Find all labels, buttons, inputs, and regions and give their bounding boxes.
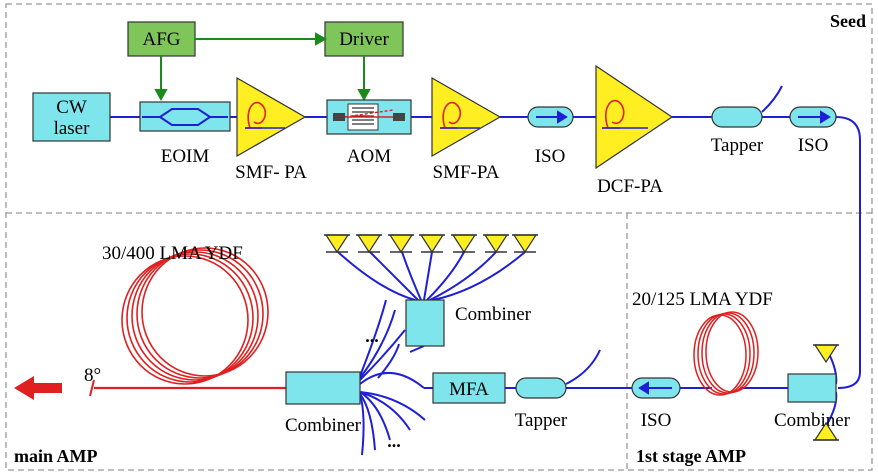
pump-diode-icon bbox=[813, 344, 839, 364]
smf-pa-2-label: SMF-PA bbox=[433, 162, 500, 183]
tapper-1-label: Tapper bbox=[711, 135, 764, 156]
iso-3-label: ISO bbox=[641, 410, 672, 431]
aom-collimator-right-icon bbox=[393, 113, 405, 121]
angle-cleave-icon bbox=[89, 379, 95, 397]
main-combiner-label: Combiner bbox=[285, 415, 362, 436]
modulator-waveguide-icon bbox=[142, 108, 228, 126]
smf-pa-1-label: SMF- PA bbox=[235, 162, 307, 183]
tapper-2-label: Tapper bbox=[515, 410, 568, 431]
pump-diode-icon bbox=[356, 234, 382, 254]
tapper-2-box bbox=[515, 377, 567, 399]
isolator-arrow-icon bbox=[638, 381, 672, 395]
pump-diode-row bbox=[324, 234, 538, 254]
pump-diode-icon bbox=[483, 234, 509, 254]
dcf-pa-amplifier-icon bbox=[595, 64, 674, 170]
driver-label: Driver bbox=[339, 29, 389, 50]
section-borders bbox=[5, 3, 873, 471]
smf-pa-2-amplifier-icon bbox=[431, 76, 502, 158]
cw-laser-line1: CW bbox=[56, 97, 87, 118]
first-stage-combiner-box bbox=[787, 373, 837, 403]
ydf-30-400-coil-icon bbox=[121, 247, 269, 385]
dots-top: ... bbox=[365, 326, 379, 346]
outer-dashed-border bbox=[5, 3, 873, 471]
cw-laser-line2: laser bbox=[54, 118, 91, 139]
mfa-box bbox=[432, 372, 506, 404]
iso-1-label: ISO bbox=[535, 146, 566, 167]
pump-diode-icon bbox=[324, 234, 350, 254]
afg-label: AFG bbox=[142, 29, 180, 50]
pump-combiner-box bbox=[405, 299, 445, 347]
first-stage-section-label: 1st stage AMP bbox=[636, 446, 746, 466]
afg-box bbox=[127, 21, 196, 57]
aom-label: AOM bbox=[347, 146, 391, 167]
tapper-1-box bbox=[711, 106, 763, 128]
eoim-label: EOIM bbox=[161, 146, 210, 167]
aom-collimator-left-icon bbox=[333, 113, 345, 121]
dots-bottom: ... bbox=[387, 431, 401, 451]
pump-diode-icon bbox=[419, 234, 445, 254]
iso-2-label: ISO bbox=[798, 135, 829, 156]
first-stage-combiner-label: Combiner bbox=[774, 410, 851, 431]
isolator-arrow-icon bbox=[536, 110, 568, 124]
isolator-arrow-icon bbox=[798, 110, 831, 124]
ydf-30-400-label: 30/400 LMA YDF bbox=[102, 243, 243, 264]
pump-combiner-label: Combiner bbox=[455, 304, 532, 325]
pump-diode-icon bbox=[388, 234, 414, 254]
cw-laser-box bbox=[32, 92, 111, 142]
output-arrow-icon bbox=[14, 376, 62, 400]
pump-diode-icon bbox=[512, 234, 538, 254]
pump-diode-icon bbox=[813, 421, 839, 441]
main-combiner-box bbox=[285, 371, 361, 405]
mfa-label: MFA bbox=[449, 379, 489, 400]
angle-label: 8° bbox=[84, 365, 101, 386]
dcf-pa-label: DCF-PA bbox=[597, 176, 663, 197]
seed-section-label: Seed bbox=[830, 11, 866, 31]
main-amp-section-label: main AMP bbox=[14, 446, 98, 466]
ydf-20-125-coil-icon bbox=[693, 311, 759, 396]
ydf-20-125-label: 20/125 LMA YDF bbox=[632, 289, 773, 310]
control-arrows bbox=[154, 32, 371, 102]
pump-diode-icon bbox=[451, 234, 477, 254]
smf-pa-1-amplifier-icon bbox=[236, 76, 307, 158]
